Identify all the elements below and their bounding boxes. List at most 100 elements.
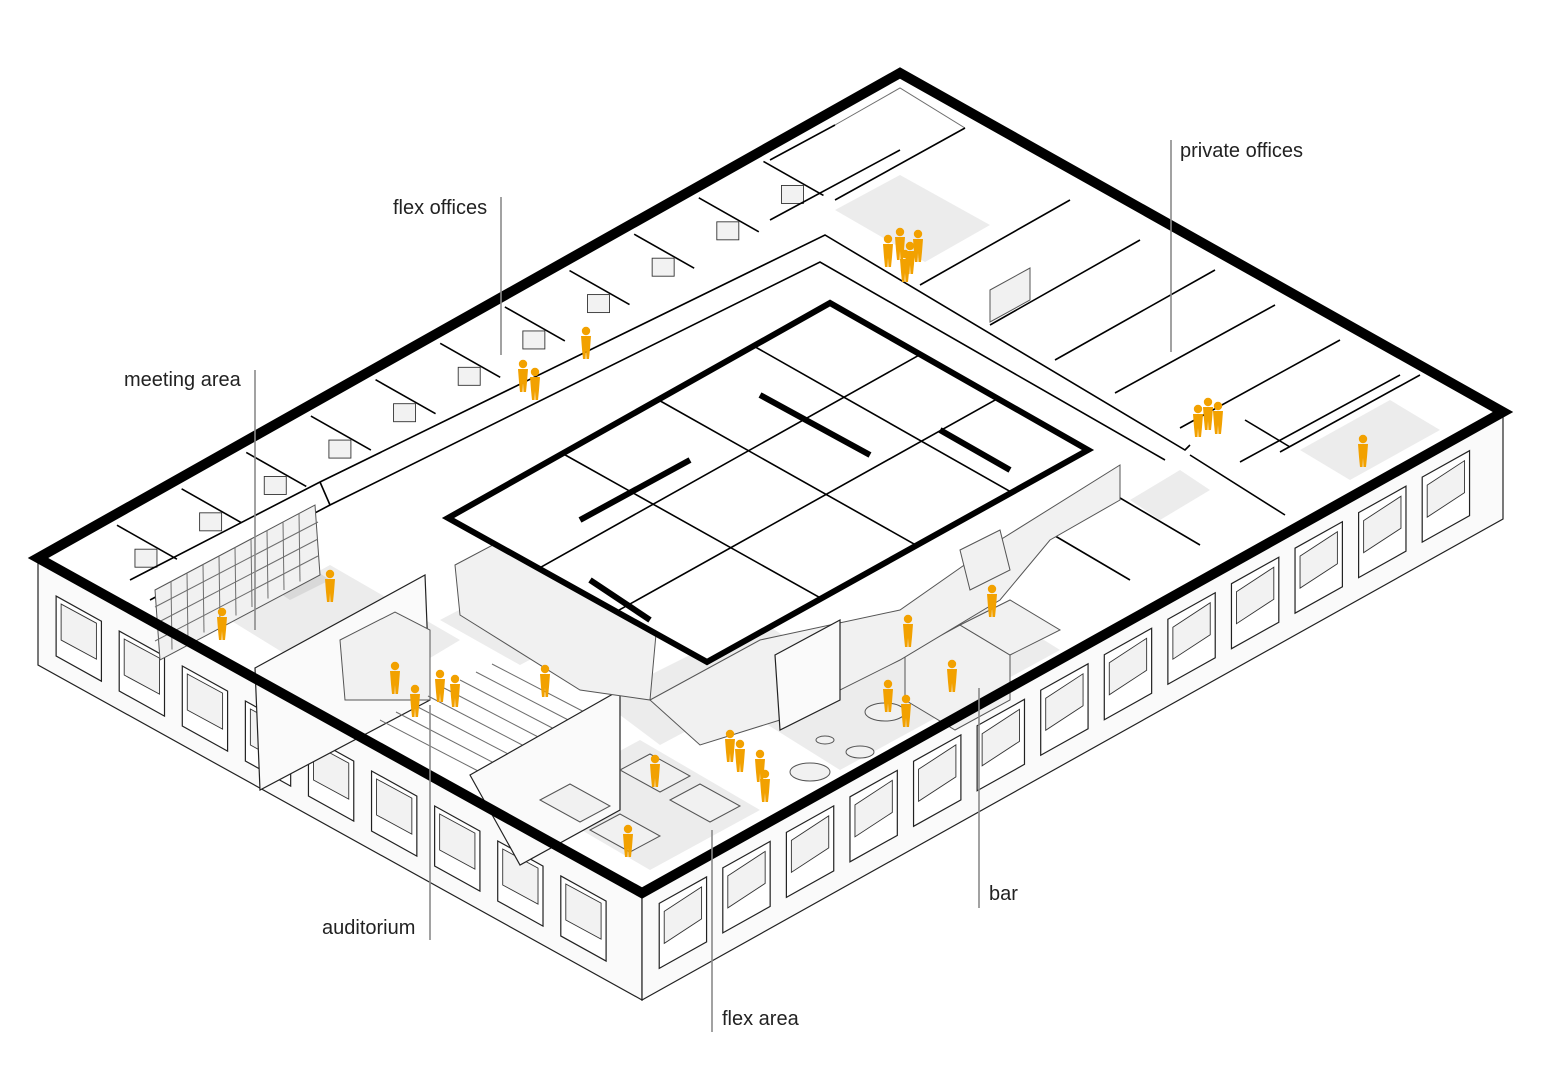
flex-office-divider bbox=[439, 342, 501, 379]
facade-window-pane bbox=[376, 778, 413, 835]
flex-office-divider bbox=[569, 269, 630, 306]
flex-office-desk bbox=[393, 403, 417, 423]
label-flex-offices: flex offices bbox=[393, 197, 502, 355]
flex-offices-label: flex offices bbox=[393, 197, 487, 219]
person-figure bbox=[435, 669, 445, 702]
facade-window-pane bbox=[565, 883, 602, 940]
southeast-windows bbox=[658, 449, 1471, 970]
shelf-divider bbox=[282, 521, 285, 591]
flex-office-divider bbox=[245, 451, 307, 488]
person-figure bbox=[947, 659, 957, 692]
shelf-divider bbox=[298, 513, 301, 582]
facade-window-pane bbox=[1236, 566, 1275, 625]
meeting-area-label: meeting area bbox=[124, 369, 242, 391]
label-flex-area: flex area bbox=[711, 830, 800, 1032]
shelf-divider bbox=[266, 530, 269, 599]
facade-window-pane bbox=[663, 886, 703, 945]
flex-office-cells bbox=[116, 160, 824, 568]
desk bbox=[668, 783, 742, 823]
core-thick-wall bbox=[758, 392, 872, 458]
flex-office-desk bbox=[716, 221, 740, 241]
facade-window-pane bbox=[981, 708, 1020, 767]
flex-office-divider bbox=[116, 524, 178, 560]
person-figure bbox=[883, 234, 893, 267]
desk bbox=[538, 783, 612, 823]
person-figure bbox=[325, 569, 335, 602]
private-offices-label: private offices bbox=[1180, 140, 1303, 162]
shelf-divider bbox=[250, 538, 253, 608]
core-thick-wall bbox=[588, 577, 652, 623]
person-figure bbox=[390, 661, 400, 694]
seat-row bbox=[395, 711, 497, 765]
core-thick-wall bbox=[578, 457, 692, 523]
facade-window-pane bbox=[1045, 672, 1084, 732]
facade-window-pane bbox=[60, 603, 97, 660]
facade-window-pane bbox=[1363, 495, 1402, 554]
person-figure bbox=[450, 674, 460, 707]
person-figure bbox=[1213, 401, 1223, 434]
person-figure bbox=[1203, 397, 1213, 430]
flex-office-desk bbox=[328, 439, 352, 459]
person-figure bbox=[581, 326, 591, 359]
shelf-board bbox=[154, 538, 319, 625]
person-figure bbox=[725, 729, 735, 762]
label-auditorium: auditorium bbox=[322, 705, 431, 940]
person-figure bbox=[895, 227, 905, 260]
auditorium-label: auditorium bbox=[322, 917, 415, 939]
core-wall bbox=[562, 452, 822, 600]
person-figure bbox=[913, 229, 923, 262]
person-figure bbox=[735, 739, 745, 772]
flex-office-desk bbox=[263, 476, 287, 495]
facade-window-pane bbox=[186, 673, 224, 730]
core-wall bbox=[538, 353, 921, 570]
flex-office-desk bbox=[134, 548, 158, 568]
facade-southeast bbox=[641, 410, 1504, 1002]
seat-row bbox=[475, 671, 577, 725]
central-core bbox=[441, 299, 1095, 666]
person-figure bbox=[900, 249, 910, 282]
label-private-offices: private offices bbox=[1170, 140, 1303, 352]
shelf-board bbox=[154, 555, 319, 642]
facade-window-pane bbox=[1299, 530, 1338, 590]
label-meeting-area: meeting area bbox=[124, 369, 256, 630]
desk bbox=[588, 813, 662, 853]
person-figure bbox=[217, 607, 227, 640]
facade-window-pane bbox=[854, 779, 893, 838]
label-bar: bar bbox=[978, 688, 1018, 908]
facade-window-pane bbox=[1172, 601, 1211, 661]
facade-window-pane bbox=[727, 850, 766, 909]
flex-office-divider bbox=[181, 488, 243, 524]
person-figure bbox=[540, 664, 550, 697]
core-wall bbox=[615, 397, 999, 613]
auditorium bbox=[254, 574, 593, 791]
seat-row bbox=[411, 703, 513, 757]
facade-window-pane bbox=[918, 744, 957, 803]
flex-office-divider bbox=[633, 233, 695, 269]
facade-window-pane bbox=[1108, 637, 1148, 696]
facade-window-pane bbox=[1426, 459, 1466, 518]
people-figures bbox=[217, 227, 1368, 857]
core-wall bbox=[753, 345, 1013, 494]
flex-office-desk bbox=[457, 366, 481, 386]
flex-office-desk bbox=[199, 512, 223, 532]
person-figure bbox=[987, 584, 997, 617]
flex-office-desk bbox=[522, 330, 546, 350]
flex-office-divider bbox=[310, 415, 372, 451]
shelf-board bbox=[154, 521, 319, 608]
person-figure bbox=[901, 694, 911, 727]
flex-office-desk bbox=[651, 257, 675, 277]
core-partition-walls bbox=[538, 345, 1013, 623]
person-figure bbox=[903, 614, 913, 647]
flex-office-desk bbox=[781, 184, 804, 204]
auditorium-seat-rows bbox=[379, 663, 593, 773]
flex-area-label: flex area bbox=[722, 1008, 800, 1030]
flex-office-divider bbox=[375, 379, 436, 415]
building-perimeter bbox=[27, 67, 1514, 899]
seat-row bbox=[443, 687, 545, 741]
flex-office-desk bbox=[587, 294, 610, 314]
core-wall bbox=[657, 399, 917, 547]
person-figure bbox=[410, 684, 420, 717]
flex-office-divider bbox=[504, 306, 566, 342]
person-figure bbox=[650, 754, 660, 787]
